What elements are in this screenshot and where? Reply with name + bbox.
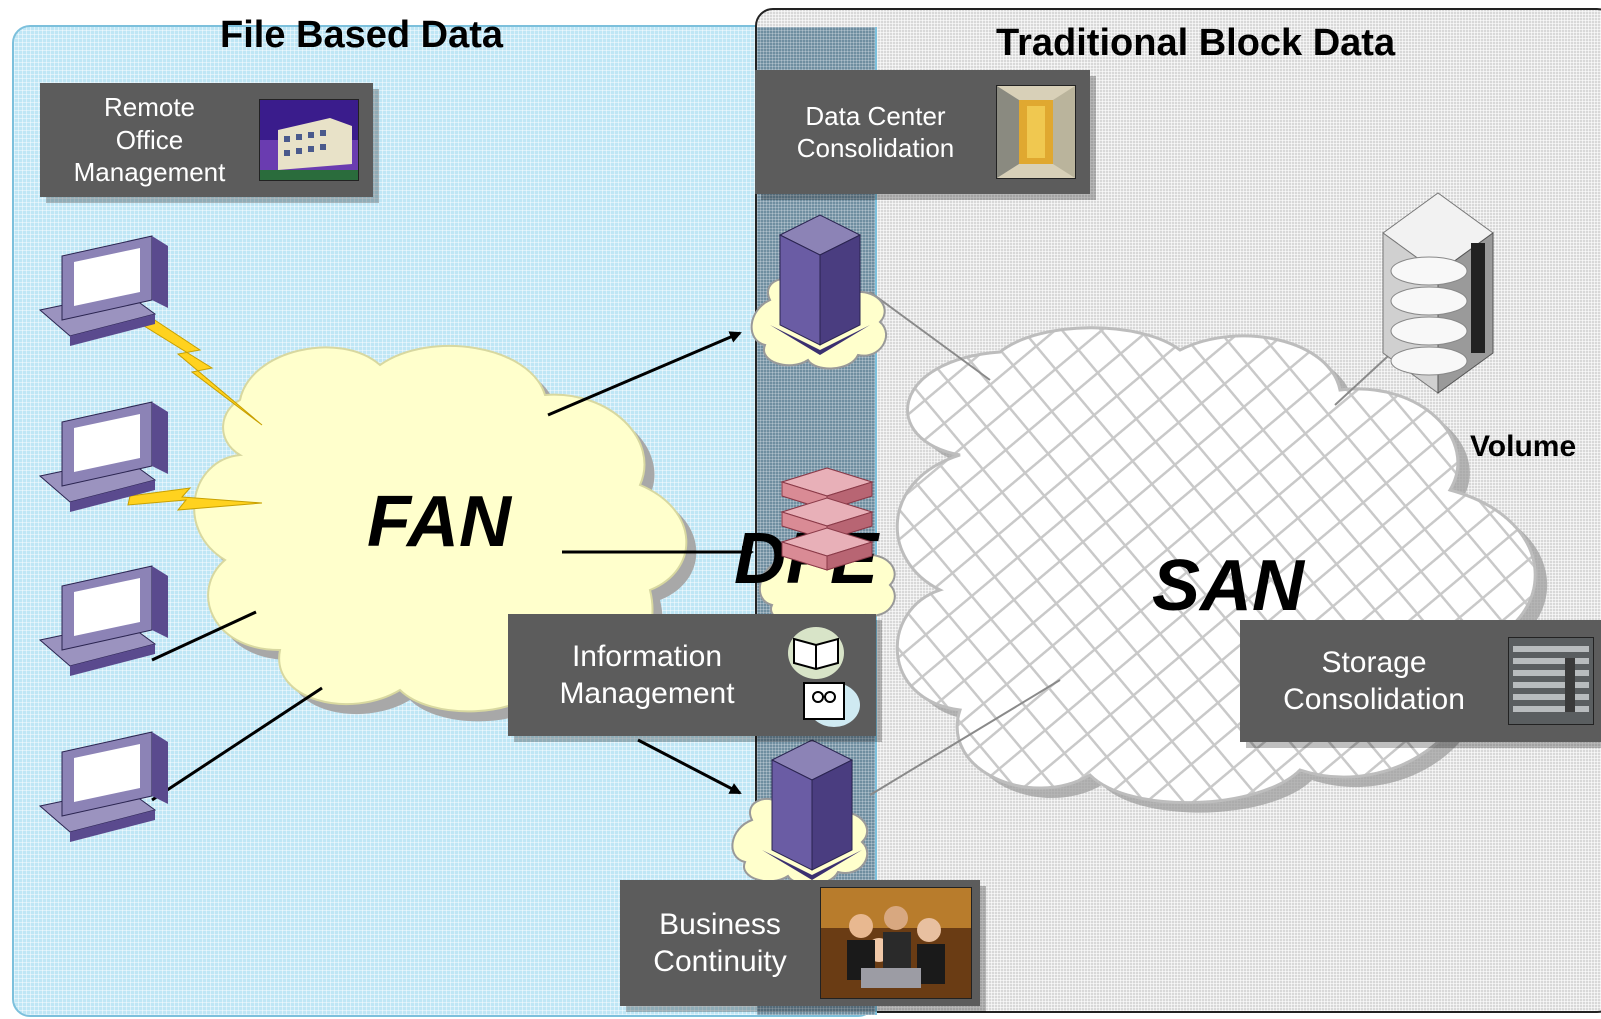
computer-icon — [38, 235, 168, 346]
storage-volume-icon — [1382, 192, 1494, 394]
remote-office-management-text: Remote Office Management — [40, 91, 259, 189]
label-line: Continuity — [653, 945, 787, 978]
lightning-icon — [127, 487, 263, 511]
business-continuity-text: Business Continuity — [620, 906, 820, 981]
business-continuity-box: Business Continuity — [620, 880, 980, 1006]
business-team-image — [820, 887, 972, 999]
storage-consolidation-box: Storage Consolidation — [1240, 620, 1601, 742]
computer-icon — [38, 565, 168, 676]
information-management-text: Information Management — [508, 638, 786, 713]
data-center-hallway-image — [996, 85, 1076, 179]
storage-consolidation-text: Storage Consolidation — [1240, 644, 1508, 719]
label-line: Storage — [1321, 645, 1427, 679]
label-line: Data Center — [805, 100, 946, 131]
label-line: Consolidation — [1283, 683, 1465, 716]
label-line: Business — [659, 907, 781, 941]
label-line: Management — [559, 677, 735, 710]
server-icon — [770, 214, 870, 355]
label-line: Management — [73, 157, 226, 188]
data-center-consolidation-box: Data Center Consolidation — [755, 70, 1090, 194]
book-reader-icon — [788, 627, 860, 727]
label-line: Office — [115, 124, 184, 155]
computer-icon — [38, 401, 168, 512]
fan-label: FAN — [367, 482, 513, 562]
appliance-icon — [780, 467, 874, 571]
storage-library-image — [1508, 637, 1594, 725]
computer-icon — [38, 731, 168, 842]
label-line: Remote — [103, 92, 196, 123]
file-based-data-title: File Based Data — [220, 14, 503, 56]
server-icon — [762, 739, 862, 880]
volume-label: Volume — [1470, 430, 1577, 463]
label-line: Consolidation — [796, 133, 955, 163]
san-label: SAN — [1152, 546, 1306, 626]
label-line: Information — [571, 639, 723, 673]
information-management-box: Information Management — [508, 614, 876, 736]
block-data-title: Traditional Block Data — [996, 22, 1396, 64]
office-building-image — [259, 99, 359, 181]
remote-office-management-box: Remote Office Management — [40, 83, 373, 197]
data-center-consolidation-text: Data Center Consolidation — [755, 100, 996, 165]
fan-arrows — [547, 331, 754, 795]
client-links — [127, 304, 323, 802]
